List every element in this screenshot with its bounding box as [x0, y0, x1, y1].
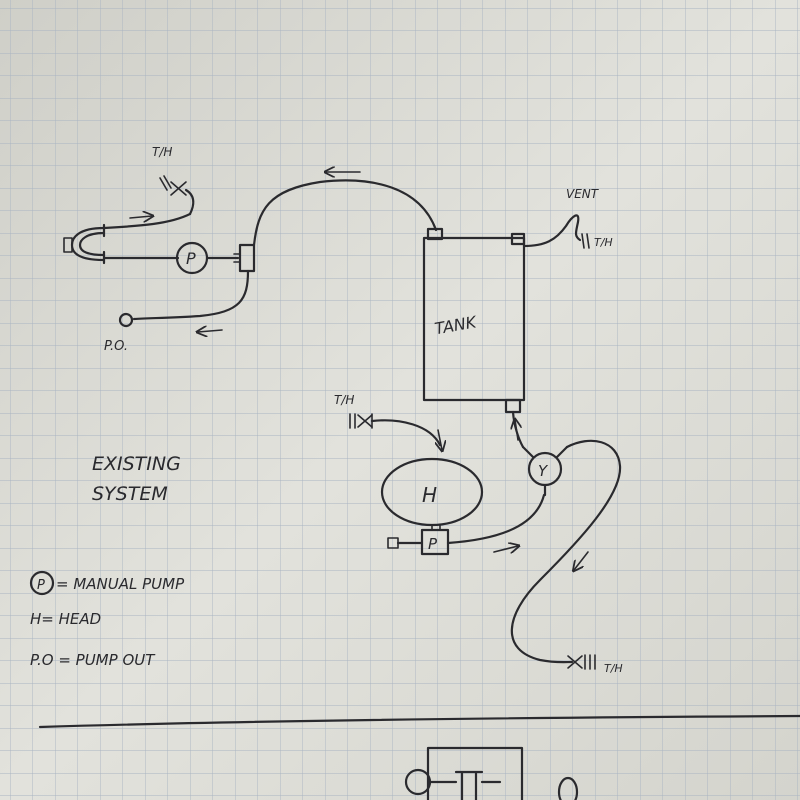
pump-out-fitting	[118, 312, 134, 328]
flow-arrow-to-tank	[515, 420, 518, 441]
hose-y-to-overboard	[510, 439, 622, 664]
flow-arrow-pumpout	[198, 330, 223, 332]
po-label: P.O.	[104, 339, 128, 354]
thru-hull-bottom-right	[567, 654, 596, 670]
y-valve-port-left	[521, 445, 535, 459]
vent-line	[522, 214, 590, 249]
flow-arrow-overboard	[574, 551, 589, 570]
legend-pump-symbol-label: P	[37, 578, 45, 593]
hose-tee-to-tank	[252, 179, 438, 247]
th-top-left-label: T/H	[152, 145, 172, 159]
flow-arrow-inlet	[129, 216, 152, 218]
title-line-2: SYSTEM	[92, 483, 168, 505]
hose-th-to-head	[370, 419, 442, 447]
flow-arrow-head-out	[493, 546, 518, 552]
hose-inlet-top	[102, 212, 192, 230]
hose-pump-to-y	[446, 493, 546, 545]
legend-pump-out: P.O = PUMP OUT	[30, 651, 156, 669]
pump-top-label: P	[186, 249, 196, 268]
th-bottom-right-label: T/H	[604, 662, 623, 675]
holding-tank	[422, 236, 526, 402]
tank-inlet-fitting	[426, 227, 444, 241]
legend-head: H= HEAD	[30, 610, 101, 628]
vent-label: VENT	[566, 187, 600, 201]
title-line-1: EXISTING	[92, 453, 181, 475]
lower-partial-sketch	[404, 746, 579, 800]
pump-bottom-label: P	[428, 535, 438, 553]
hose-tee-to-pumpout	[132, 269, 250, 321]
legend-pump-symbol	[29, 570, 55, 596]
flow-arrow-head-in	[438, 429, 442, 450]
th-head-label: T/H	[334, 393, 354, 407]
thru-hull-top-left	[159, 175, 195, 216]
legend-pump-text: = MANUAL PUMP	[56, 575, 185, 593]
tank-vent-fitting	[510, 232, 526, 246]
divider-line	[38, 714, 800, 729]
th-vent-label: T/H	[594, 236, 613, 249]
u-fitting	[63, 223, 106, 265]
y-valve-port-right	[555, 445, 569, 459]
y-valve-label: Y	[538, 462, 549, 480]
head-label: H	[422, 483, 437, 507]
